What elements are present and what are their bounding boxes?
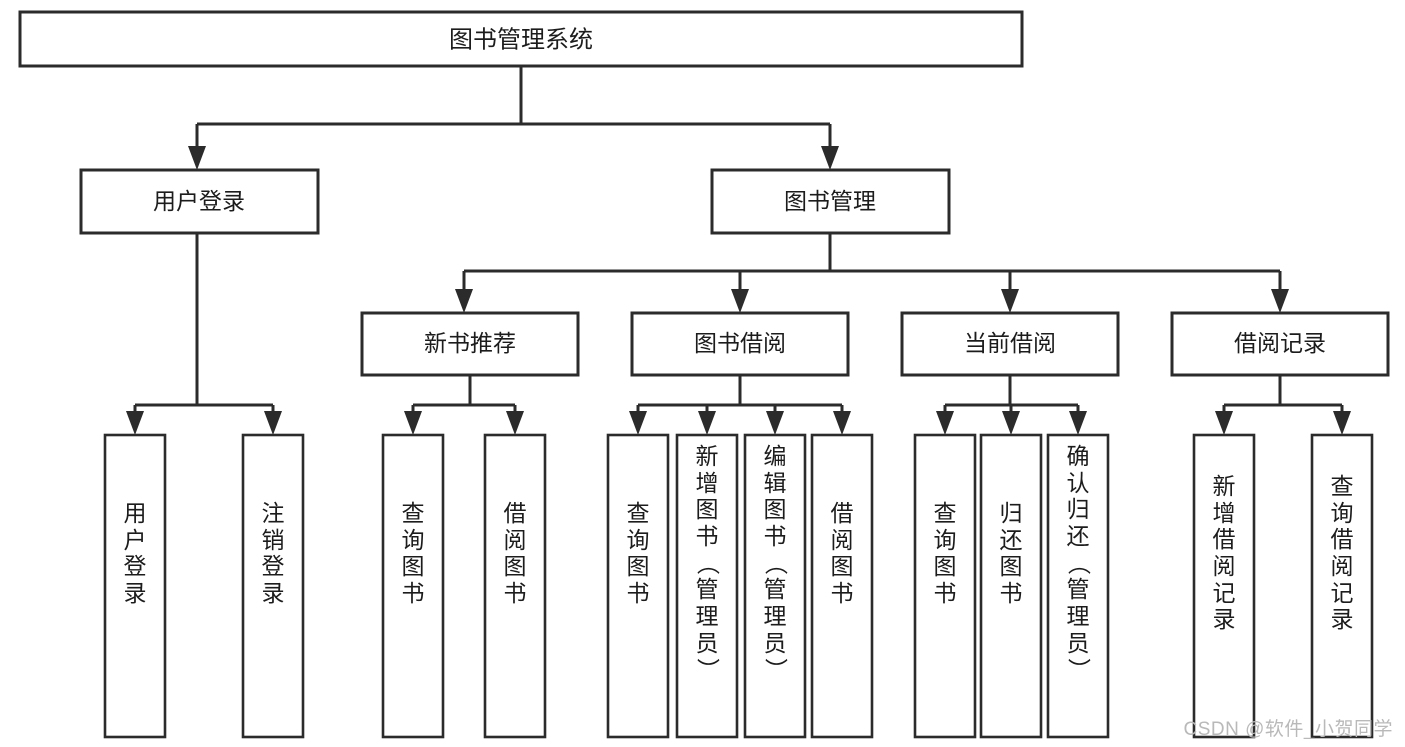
leaf-rect-user-login-2[interactable] [241,433,305,739]
arrowhead-nb-leaf2 [506,411,524,435]
node-book-management[interactable]: 图书管理 [710,168,951,235]
leaf-rect-book-borrow-3[interactable] [743,433,807,739]
arrowhead-bb-leaf3 [766,411,784,435]
leaf-rect-borrow-record-1[interactable] [1192,433,1256,739]
arrowhead-book-manage [821,146,839,170]
leaf-rect-book-borrow-2[interactable] [675,433,739,739]
leaf-rect-current-borrow-3[interactable] [1046,433,1110,739]
leaf-rect-current-borrow-2[interactable] [979,433,1043,739]
node-current-borrow[interactable]: 当前借阅 [900,311,1120,377]
leaf-rect-new-book-2[interactable] [483,433,547,739]
edge-group-new-book-to-leaves [404,375,524,435]
node-current-borrow-label: 当前借阅 [964,330,1056,356]
arrowhead-ul-leaf2 [264,411,282,435]
arrowhead-ul-leaf1 [126,411,144,435]
node-root-label: 图书管理系统 [449,26,593,53]
node-borrow-record-rect [1170,311,1390,377]
arrowhead-br-leaf2 [1333,411,1351,435]
node-book-management-rect [710,168,951,235]
edge-group-root-to-level1 [188,66,839,170]
arrowhead-user-login [188,146,206,170]
leaf-rect-new-book-1[interactable] [381,433,445,739]
leaf-rect-book-borrow-4[interactable] [810,433,874,739]
arrowhead-cb-leaf3 [1069,411,1087,435]
node-book-borrow-label: 图书借阅 [694,330,786,356]
arrowhead-current-borrow [1001,289,1019,313]
node-borrow-record[interactable]: 借阅记录 [1170,311,1390,377]
arrowhead-new-book-recommend [455,289,473,313]
edge-group-book-manage-to-level2 [455,233,1289,313]
leaf-rect-current-borrow-1[interactable] [913,433,977,739]
arrowhead-cb-leaf1 [936,411,954,435]
edge-group-user-login-to-leaves [126,233,282,435]
node-borrow-record-label: 借阅记录 [1234,330,1326,356]
node-user-login-rect [79,168,320,235]
arrowhead-book-borrow [731,289,749,313]
leaf-rect-user-login-1[interactable] [103,433,167,739]
node-root-rect [18,10,1024,68]
node-user-login[interactable]: 用户登录 [79,168,320,235]
arrowhead-br-leaf1 [1215,411,1233,435]
node-book-management-label: 图书管理 [784,188,876,214]
edge-group-book-borrow-to-leaves [629,375,851,435]
edge-group-borrow-record-to-leaves [1215,375,1351,435]
node-root-book-management-system[interactable]: 图书管理系统 [18,10,1024,68]
edge-group-current-borrow-to-leaves [936,375,1087,435]
arrowhead-cb-leaf2 [1002,411,1020,435]
node-book-borrow-rect [630,311,850,377]
node-book-borrow[interactable]: 图书借阅 [630,311,850,377]
arrowhead-borrow-record [1271,289,1289,313]
arrowhead-bb-leaf4 [833,411,851,435]
node-current-borrow-rect [900,311,1120,377]
leaf-rect-book-borrow-1[interactable] [606,433,670,739]
arrowhead-bb-leaf1 [629,411,647,435]
arrowhead-bb-leaf2 [698,411,716,435]
node-new-book-recommend[interactable]: 新书推荐 [360,311,580,377]
node-user-login-label: 用户登录 [153,188,245,214]
leaf-rect-borrow-record-2[interactable] [1310,433,1374,739]
arrowhead-nb-leaf1 [404,411,422,435]
node-new-book-recommend-label: 新书推荐 [424,330,516,356]
node-new-book-recommend-rect [360,311,580,377]
